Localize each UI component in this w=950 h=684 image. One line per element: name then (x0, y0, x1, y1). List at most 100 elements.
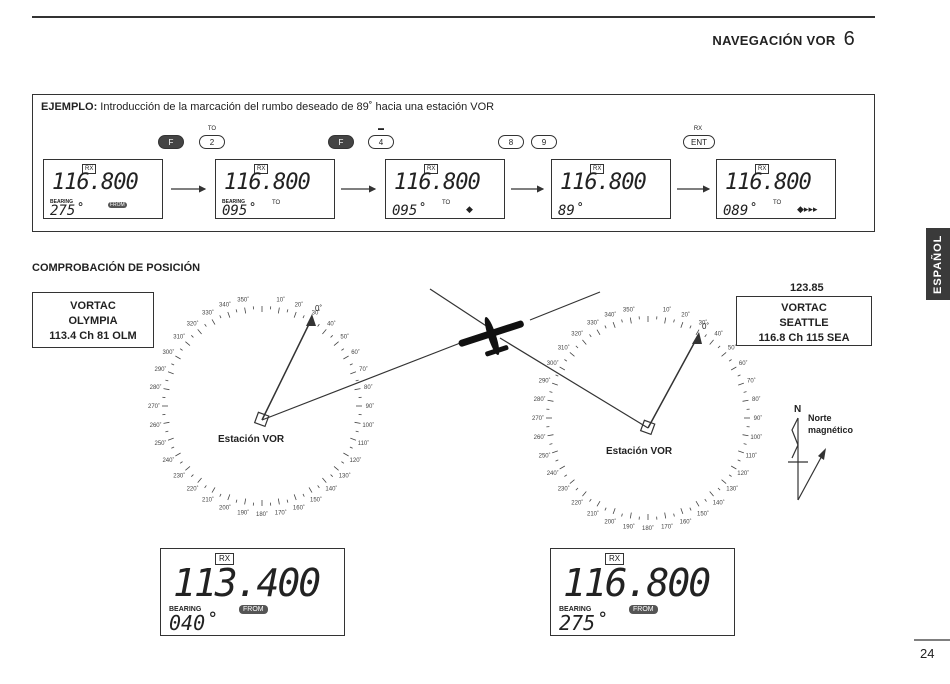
compass-tick (244, 498, 247, 505)
example-label: EJEMPLO: (41, 101, 98, 113)
compass-tick (704, 334, 707, 338)
compass-tick (354, 388, 361, 391)
compass-degree-label: 50˚ (728, 344, 737, 351)
compass-degree-label: 330˚ (587, 320, 599, 327)
north-squiggle (791, 417, 799, 459)
example-arrows (171, 185, 711, 193)
compass-tick (165, 379, 169, 382)
compass-tick (350, 437, 357, 441)
page-title-text: NAVEGACIÓN VOR (712, 33, 836, 48)
compass-degree-label: 250˚ (155, 440, 167, 447)
compass-tick (277, 498, 280, 505)
compass-tick (302, 493, 305, 497)
cdi-indicator: ◆ (466, 204, 473, 214)
zero-label-left: 0˚ (315, 304, 323, 313)
compass-degree-label: 230˚ (558, 486, 570, 493)
example-display-1: RX 116.800 BEARING 275˚ FROM (43, 159, 163, 219)
compass-degree-label: 150˚ (310, 497, 322, 504)
compass-tick (171, 363, 175, 366)
compass-degree-label: 170˚ (275, 509, 287, 516)
compass-degree-label: 270˚ (532, 415, 544, 422)
key-4: 4 (368, 135, 394, 149)
bearing-readout: 095˚ (222, 203, 256, 219)
radial-line-left (261, 339, 469, 421)
station-freq-extra: 123.85 (790, 282, 824, 294)
compass-degree-label: 30˚ (699, 320, 708, 327)
compass-tick (211, 319, 216, 325)
station-type: VORTAC (70, 300, 116, 312)
compass-degree-label: 90˚ (754, 415, 763, 422)
compass-tick (317, 323, 320, 327)
compass-tick (555, 374, 559, 377)
airplane-icon (458, 316, 524, 357)
compass-tick (582, 491, 587, 497)
north-n-label: N (794, 404, 802, 415)
compass-degree-label: 100˚ (362, 422, 374, 429)
compass-degree-label: 230˚ (173, 472, 185, 479)
compass-degree-label: 40˚ (327, 320, 336, 327)
compass-tick (596, 500, 601, 507)
bearing-readout: 089˚ (723, 203, 757, 219)
compass-degree-label: 200˚ (219, 504, 231, 511)
compass-degree-label: 70˚ (359, 366, 368, 373)
compass-tick (589, 334, 592, 338)
compass-tick (235, 499, 238, 503)
compass-tick (559, 366, 566, 371)
compass-tick (743, 391, 747, 393)
compass-degree-label: 340˚ (219, 302, 231, 309)
example-display-4: RX 116.800 89˚ (551, 159, 671, 219)
compass-degree-label: 310˚ (173, 334, 185, 341)
north-label-line1: Norte (808, 413, 832, 423)
rx-indicator: RX (590, 164, 605, 174)
compass-degree-label: 100˚ (750, 434, 762, 441)
compass-tick (569, 352, 575, 357)
example-box: EJEMPLO: Introducción de la marcación de… (32, 94, 875, 232)
compass-degree-label: 10˚ (276, 297, 285, 304)
rx-indicator: RX (424, 164, 439, 174)
compass-degree-label: 240˚ (162, 457, 174, 464)
needle-left (261, 317, 313, 421)
compass-tick (721, 479, 727, 484)
compass-tick (555, 459, 559, 462)
compass-tick (709, 491, 714, 497)
compass-tick (737, 459, 741, 462)
bearing-label: BEARING (559, 606, 592, 613)
true-north-arrow (797, 451, 825, 501)
compass-tick (689, 325, 692, 329)
compass-tick (341, 461, 345, 464)
compass-tick (695, 500, 700, 507)
compass-tick (549, 443, 553, 445)
compass-degree-label: 60˚ (739, 360, 748, 367)
rx-indicator: RX (605, 553, 625, 565)
compass-degree-label: 90˚ (366, 403, 375, 410)
compass-degree-label: 270˚ (148, 403, 160, 410)
key-sup-4: ▬ (378, 126, 384, 132)
compass-tick (621, 319, 623, 323)
compass-tick (322, 329, 327, 335)
true-north-arrow-tip (818, 448, 826, 460)
compass-tick (680, 508, 684, 514)
compass-tick (191, 335, 194, 338)
compass-degree-label: 180˚ (256, 511, 268, 518)
compass-tick (167, 437, 174, 441)
compass-tick (604, 507, 607, 511)
example-display-5: RX 116.800 089˚ TO ◆▸▸▸ (716, 159, 836, 219)
compass-tick (589, 498, 592, 502)
rx-indicator: RX (82, 164, 97, 174)
compass-degree-label: 40˚ (714, 331, 723, 338)
compass-degree-label: 200˚ (604, 518, 616, 525)
compass-tick (293, 494, 297, 501)
compass-tick (629, 317, 632, 324)
compass-tick (664, 512, 667, 519)
compass-degree-label: 210˚ (202, 497, 214, 504)
compass-degree-label: 10˚ (663, 307, 672, 314)
station-name: OLYMPIA (68, 315, 118, 327)
compass-tick (350, 371, 357, 375)
vor-label-left: Estación VOR (218, 434, 285, 445)
from-tag: FROM (239, 605, 268, 614)
readout-display-right: RX 116.800 BEARING FROM 275˚ (550, 548, 735, 636)
compass-degree-label: 300˚ (162, 349, 174, 356)
compass-tick (163, 421, 170, 424)
compass-degree-label: 30˚ (312, 309, 321, 316)
compass-tick (689, 507, 692, 511)
